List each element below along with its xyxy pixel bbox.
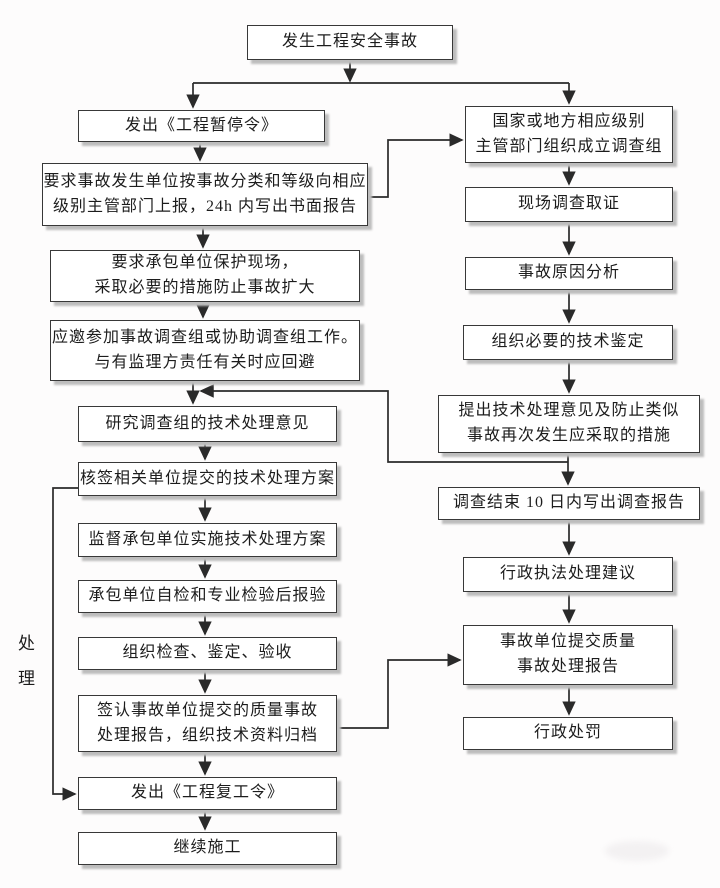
node-text-line: 研究调查组的技术处理意见	[105, 414, 310, 432]
node-countersign-accident-report: 签认事故单位提交的质量事故处理报告，组织技术资料归档	[78, 695, 337, 752]
node-issue-resume-order: 发出《工程复工令》	[78, 777, 337, 810]
node-countersign-technical-plan: 核签相关单位提交的技术处理方案	[78, 462, 337, 496]
node-text-line: 发生工程安全事故	[281, 33, 418, 51]
node-text-line: 行政处罚	[533, 724, 602, 742]
node-text-line: 要求承包单位保护现场，	[111, 254, 299, 272]
node-propose-measures: 提出技术处理意见及防止类似事故再次发生应采取的措施	[438, 395, 700, 453]
node-text-line: 事故再次发生应采取的措施	[466, 427, 671, 444]
node-text-line: 要求事故发生单位按事故分类和等级向相应	[43, 172, 367, 190]
edge-propose-measures-to-study-opinions	[199, 384, 568, 463]
edge-countersign-report-to-accident-unit-report	[337, 653, 462, 729]
node-text-line: 主管部门组织成立调查组	[475, 137, 663, 155]
node-text-line: 事故处理报告	[516, 658, 619, 675]
node-investigation-report-10days: 调查结束 10 日内写出调查报告	[438, 487, 700, 520]
node-text-line: 提出技术处理意见及防止类似	[458, 402, 680, 420]
node-text-line: 现场调查取证	[517, 195, 620, 213]
node-protect-site: 要求承包单位保护现场， 采取必要的措施防止事故扩大	[50, 250, 360, 302]
edge-report-to-investigation-team	[368, 133, 464, 198]
node-supervise-implementation: 监督承包单位实施技术处理方案	[78, 523, 337, 557]
node-text-line: 与有监理方责任有关时应回避	[94, 353, 316, 371]
node-technical-appraisal: 组织必要的技术鉴定	[463, 325, 673, 360]
node-text-line: 级别主管部门上报，24h 内写出书面报告	[52, 197, 357, 215]
node-enforcement-suggestion: 行政执法处理建议	[463, 557, 673, 592]
node-text-line: 采取必要的措施防止事故扩大	[94, 279, 316, 296]
node-site-investigation: 现场调查取证	[465, 187, 673, 222]
node-text-line: 签认事故单位提交的质量事故	[96, 701, 318, 719]
node-report-24h: 要求事故发生单位按事故分类和等级向相应级别主管部门上报，24h 内写出书面报告	[42, 163, 368, 226]
node-text-line: 国家或地方相应级别	[492, 112, 646, 130]
node-text-line: 事故原因分析	[517, 264, 620, 282]
node-continue-construction: 继续施工	[78, 832, 337, 865]
node-text-line: 承包单位自检和专业检验后报验	[88, 587, 327, 605]
node-text-line: 组织检查、鉴定、验收	[122, 644, 293, 662]
node-text-line: 应邀参加事故调查组或协助调查组工作。	[52, 328, 359, 346]
node-contractor-self-inspection: 承包单位自检和专业检验后报验	[78, 580, 337, 613]
node-organize-inspection-acceptance: 组织检查、鉴定、验收	[78, 637, 337, 670]
node-text-line: 核签相关单位提交的技术处理方案	[80, 469, 336, 487]
node-text-line: 调查结束 10 日内写出调查报告	[452, 494, 685, 512]
node-text-line: 处理报告，组织技术资料归档	[96, 726, 318, 744]
node-text-line: 继续施工	[173, 839, 242, 857]
node-cause-analysis: 事故原因分析	[465, 257, 673, 290]
node-text-line: 组织必要的技术鉴定	[491, 333, 645, 351]
node-accident-occurs: 发生工程安全事故	[247, 25, 453, 60]
edge-countersign-plan-bypass-to-resume-order	[52, 487, 78, 801]
node-text-line: 发出《工程复工令》	[130, 784, 284, 802]
node-issue-suspension-order: 发出《工程暂停令》	[78, 110, 325, 142]
node-study-technical-opinions: 研究调查组的技术处理意见	[78, 406, 337, 442]
watermark-smudge	[605, 841, 669, 861]
node-text-line: 事故单位提交质量	[499, 633, 636, 651]
node-text-line: 监督承包单位实施技术处理方案	[88, 530, 327, 548]
node-join-investigation: 应邀参加事故调查组或协助调查组工作。与有监理方责任有关时应回避	[50, 320, 360, 381]
node-text-line: 行政执法处理建议	[499, 565, 636, 583]
node-authority-investigation-team: 国家或地方相应级别主管部门组织成立调查组	[465, 106, 673, 163]
node-text-line: 发出《工程暂停令》	[124, 116, 278, 134]
stage-label-handling: 处理	[15, 634, 34, 704]
node-administrative-penalty: 行政处罚	[463, 717, 673, 750]
node-accident-unit-report: 事故单位提交质量事故处理报告	[463, 625, 673, 685]
